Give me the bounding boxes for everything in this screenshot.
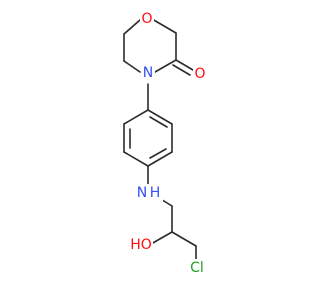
bond-n-c3 bbox=[123, 60, 141, 73]
atom-label-hydroxyl: HO bbox=[130, 237, 152, 253]
bond-ph-3 bbox=[147, 151, 173, 167]
bond-ph-4 bbox=[123, 151, 149, 167]
atom-label-morpholine-oxygen: O bbox=[141, 11, 152, 27]
atom-label-amine-hydrogen: H bbox=[150, 185, 161, 201]
bond-ch-ch2cl bbox=[171, 231, 197, 247]
atom-label-chlorine: Cl bbox=[190, 260, 204, 276]
bond-c2-n bbox=[154, 59, 177, 73]
bond-ch-oh bbox=[150, 231, 173, 245]
bond-ph-inner-2 bbox=[149, 148, 167, 159]
bonds bbox=[123, 18, 197, 261]
bond-ph-1 bbox=[147, 109, 173, 125]
atom-labels: O N O N H HO Cl bbox=[129, 11, 208, 276]
atom-label-carbonyl-oxygen: O bbox=[194, 66, 205, 82]
bond-o-c1 bbox=[151, 18, 177, 34]
atom-label-morpholine-nitrogen: N bbox=[143, 65, 153, 81]
bond-carbonyl-1 bbox=[175, 59, 194, 71]
bond-ph-6 bbox=[123, 109, 149, 125]
atom-label-amine-nitrogen: N bbox=[137, 185, 147, 201]
molecule-diagram: O N O N H HO Cl bbox=[123, 11, 208, 276]
bond-carbonyl-2 bbox=[172, 64, 191, 76]
bond-ph-inner-1 bbox=[149, 116, 168, 128]
bond-c4-o bbox=[123, 19, 141, 35]
